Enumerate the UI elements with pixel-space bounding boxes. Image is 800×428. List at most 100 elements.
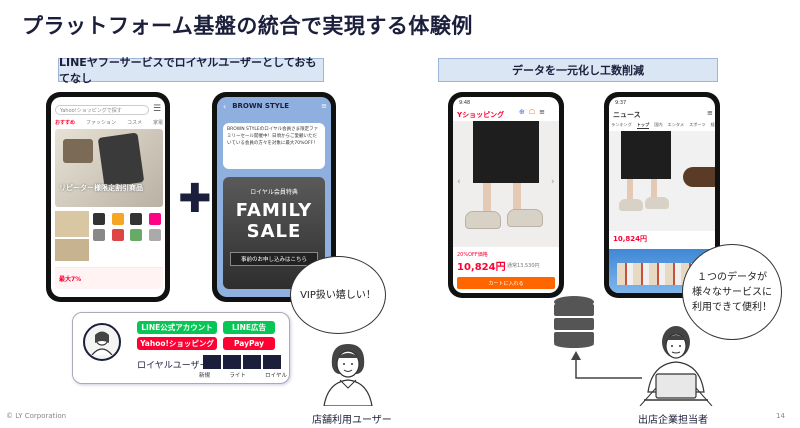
news-ad-price: 10,824円 [613, 235, 648, 243]
copyright: © LY Corporation [6, 412, 67, 420]
shortcut-grid [93, 213, 163, 241]
line-ads-badge: LINE広告 [223, 321, 275, 334]
header-icons: ⊕ ☖ ≡ [519, 108, 545, 116]
cart-icon[interactable]: ☖ [528, 108, 536, 116]
tab-economy[interactable]: 経済 [710, 122, 715, 127]
skirt-shape [473, 121, 539, 183]
promo-title-line1: FAMILY [235, 200, 313, 221]
level-light: ライト [229, 373, 246, 379]
app-logo: Yショッピング [457, 111, 505, 119]
category-tabs: おすすめ ファッション コスメ 家電 [55, 119, 163, 126]
level-segment [223, 355, 241, 369]
next-image-icon[interactable]: › [551, 177, 555, 187]
sandal-shape [619, 199, 643, 211]
tab-domestic[interactable]: 国内 [654, 122, 663, 127]
chat-message: BROWN STYLEのロイヤル会員さま限定ファミリーセール開催中！日頃からご愛… [223, 123, 325, 169]
badge-label: LINE広告 [232, 323, 266, 332]
sandal-shape [465, 211, 501, 229]
ad-image[interactable] [609, 131, 715, 231]
tab-appliances[interactable]: 家電 [152, 120, 163, 126]
news-tabs: ランキング トップ 国内 エンタメ スポーツ 経済 [611, 122, 715, 129]
shortcut-icon[interactable] [93, 213, 105, 225]
leg-shape [627, 179, 633, 201]
product-thumb[interactable] [55, 211, 89, 237]
store-staff-caption: 出店企業担当者 [638, 415, 708, 426]
paypay-badge: PayPay [223, 337, 275, 350]
promo-title-line2: SALE [246, 221, 302, 242]
user-icon [91, 331, 113, 355]
search-input[interactable]: Yahoo!ショッピングで探す [55, 105, 149, 115]
prev-image-icon[interactable]: ‹ [457, 177, 461, 187]
laptop-icon [655, 373, 697, 399]
shortcut-icon[interactable] [130, 229, 142, 241]
level-segment [243, 355, 261, 369]
shopping-phone: Yahoo!ショッピングで探す ☰ おすすめ ファッション コスメ 家電 リピー… [46, 92, 170, 302]
menu-icon[interactable]: ≡ [707, 109, 713, 117]
bubble-line: 利用できて便利！ [692, 301, 772, 313]
royal-user-label: ロイヤルユーザー [137, 361, 209, 371]
skirt-shape [621, 131, 671, 179]
product-phone: 9:48 Yショッピング ⊕ ☖ ≡ › ‹ 20%OFF価格 10,824円 … [448, 92, 564, 298]
tab-entertainment[interactable]: エンタメ [667, 122, 685, 127]
business-person-illustration [639, 326, 713, 406]
store-user-caption: 店舗利用ユーザー [312, 415, 392, 426]
status-time: 9:37 [615, 100, 627, 106]
page-number: 14 [776, 412, 785, 420]
shortcut-icon[interactable] [130, 213, 142, 225]
discount-label: 20%OFF価格 [457, 252, 488, 258]
left-section-label: LINEヤフーサービスでロイヤルユーザーとしておもてなし [58, 56, 324, 85]
sandal-shape [507, 209, 543, 227]
menu-icon[interactable]: ≡ [539, 108, 546, 116]
back-icon[interactable]: ‹ [223, 101, 227, 111]
shopping-screen: Yahoo!ショッピングで探す ☰ おすすめ ファッション コスメ 家電 リピー… [51, 97, 165, 297]
shortcut-icon[interactable] [148, 213, 161, 225]
plus-icon: ✚ [178, 176, 212, 222]
sandal-shape [645, 197, 669, 209]
shortcut-icon[interactable] [111, 213, 124, 225]
level-new: 新規 [199, 373, 211, 379]
badge-label: PayPay [233, 339, 265, 348]
promo-button[interactable]: 事前のお申し込みはこちら [230, 252, 318, 266]
bottom-strip: 最大7% [55, 267, 163, 289]
right-section-label: データを一元化し工数削減 [438, 58, 718, 82]
promo-banner[interactable]: リピーター様限定割引商品 [55, 129, 163, 207]
line-official-badge: LINE公式アカウント [137, 321, 217, 334]
product-image [63, 139, 93, 163]
tab-sports[interactable]: スポーツ [689, 122, 706, 127]
tab-cosme[interactable]: コスメ [126, 120, 142, 126]
tab-fashion[interactable]: ファッション [85, 120, 116, 126]
status-time: 9:48 [459, 100, 471, 106]
original-price: 通常13,530円 [507, 263, 540, 269]
product-thumb[interactable] [55, 239, 89, 261]
promo-small: ロイヤル会員特典 [250, 189, 298, 196]
tab-top[interactable]: トップ [636, 122, 650, 129]
shortcut-icon[interactable] [93, 229, 105, 241]
search-icon[interactable]: ⊕ [519, 108, 525, 116]
menu-icon[interactable]: ☰ [153, 104, 162, 114]
price: 10,824円 [457, 262, 506, 273]
product-image [97, 132, 145, 188]
shoe-shape [683, 167, 715, 187]
leg-shape [513, 183, 521, 213]
tab-recommended[interactable]: おすすめ [55, 120, 76, 126]
news-title: ニュース [613, 111, 641, 119]
leg-shape [483, 183, 491, 213]
add-to-cart-button[interactable]: カートに入れる [457, 277, 555, 289]
yahoo-shopping-badge: Yahoo!ショッピング [137, 337, 217, 350]
database-icon [554, 296, 594, 348]
membership-card: LINE公式アカウント LINE広告 Yahoo!ショッピング PayPay ロ… [72, 312, 290, 384]
chat-menu-icon[interactable]: ≡ [321, 102, 327, 110]
banner-text: リピーター様限定割引商品 [59, 184, 143, 192]
tab-ranking[interactable]: ランキング [611, 122, 632, 127]
female-user-illustration [323, 344, 373, 406]
product-image[interactable]: › ‹ [453, 121, 559, 247]
news-phone: 9:37 ニュース ≡ ランキング トップ 国内 エンタメ スポーツ 経済 10… [604, 92, 720, 298]
arrow-to-database [571, 351, 642, 379]
shortcut-icon[interactable] [111, 229, 124, 241]
level-bar [203, 355, 281, 369]
shortcut-icon[interactable] [148, 229, 161, 241]
bubble-line: 様々なサービスに [692, 286, 772, 298]
bottom-text: 最大7% [59, 276, 82, 283]
chat-brand: BROWN STYLE [232, 102, 290, 110]
avatar [83, 323, 121, 361]
